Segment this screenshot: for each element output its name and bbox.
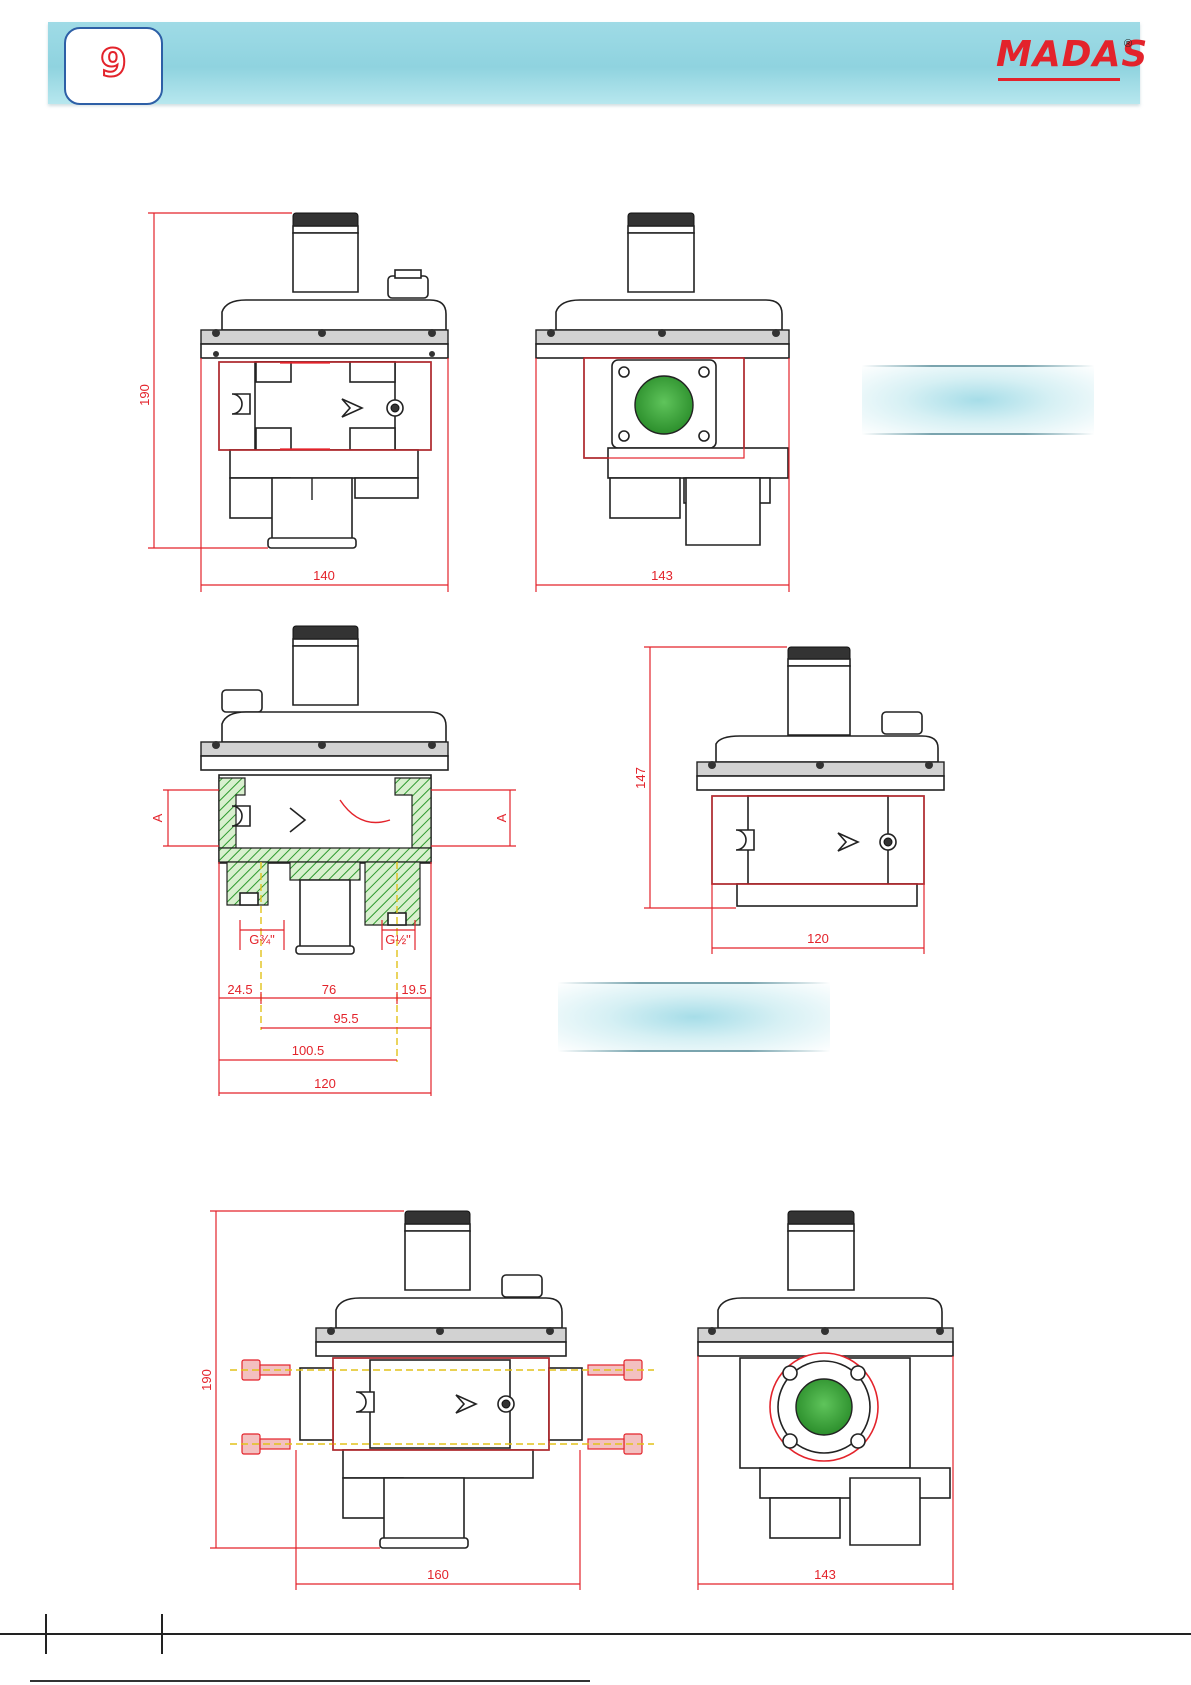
dim-height-190-top: 190 — [137, 384, 152, 406]
footer-divider-left — [45, 1614, 47, 1654]
view-side-top-right — [536, 213, 789, 545]
view-front-top-left — [201, 213, 448, 548]
dim-120-bottom: 120 — [314, 1076, 336, 1091]
port-label-a-right: A — [494, 813, 509, 822]
view-front-middle-right — [697, 647, 944, 906]
dim-width-140: 140 — [313, 568, 335, 583]
thread-label-g34: G¾" — [249, 932, 275, 947]
dim-100-5: 100.5 — [292, 1043, 325, 1058]
dim-width-160: 160 — [427, 1567, 449, 1582]
footer-divider-right — [161, 1614, 163, 1654]
thread-label-g12: G½" — [385, 932, 411, 947]
dim-95-5: 95.5 — [333, 1011, 358, 1026]
view-side-bottom-right — [698, 1211, 953, 1545]
dim-19-5: 19.5 — [401, 982, 426, 997]
dim-width-143-bottom: 143 — [814, 1567, 836, 1582]
dim-width-143-top: 143 — [651, 568, 673, 583]
port-label-a-left: A — [150, 813, 165, 822]
view-section-middle-left — [201, 626, 448, 954]
dim-height-190-bottom: 190 — [199, 1369, 214, 1391]
dim-width-120-right: 120 — [807, 931, 829, 946]
footer-underline — [30, 1680, 590, 1682]
footer-rule — [0, 1633, 1191, 1635]
dim-76: 76 — [322, 982, 336, 997]
dim-24-5: 24.5 — [227, 982, 252, 997]
view-front-bottom-left — [230, 1211, 654, 1548]
dim-height-147: 147 — [633, 767, 648, 789]
